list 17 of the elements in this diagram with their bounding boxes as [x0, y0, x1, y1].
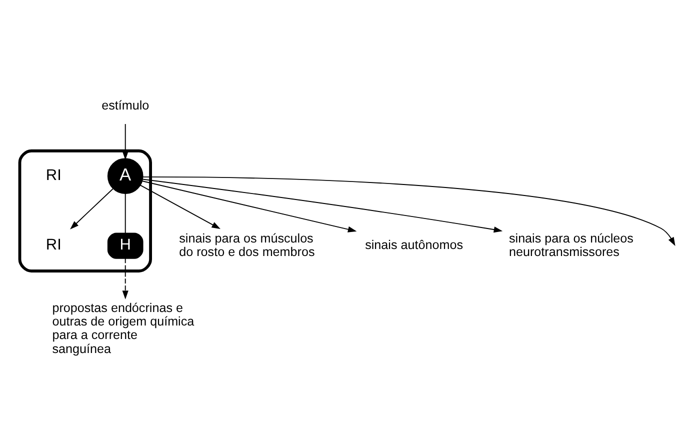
arrow	[70, 188, 114, 229]
connector	[124, 192, 126, 234]
node-circle: A	[107, 158, 144, 194]
node-text: RI	[46, 236, 62, 253]
node-box: H	[107, 232, 144, 258]
arrow	[140, 184, 220, 229]
arrow	[142, 176, 676, 246]
node-text: sinais para os núcleos neurotransmissores	[508, 230, 634, 258]
node-text: estímulo	[102, 98, 150, 112]
arrow	[142, 180, 357, 232]
arrow	[122, 257, 128, 299]
node-text: propostas endócrinas e outras de origem química para a corrente sanguínea	[52, 300, 194, 356]
label: RI	[46, 166, 62, 184]
node-text: sinais autônomos	[365, 238, 463, 252]
arrow	[142, 178, 503, 232]
arrow	[122, 123, 128, 160]
node-text: sinais para os músculos do rosto e dos membros	[179, 230, 315, 258]
